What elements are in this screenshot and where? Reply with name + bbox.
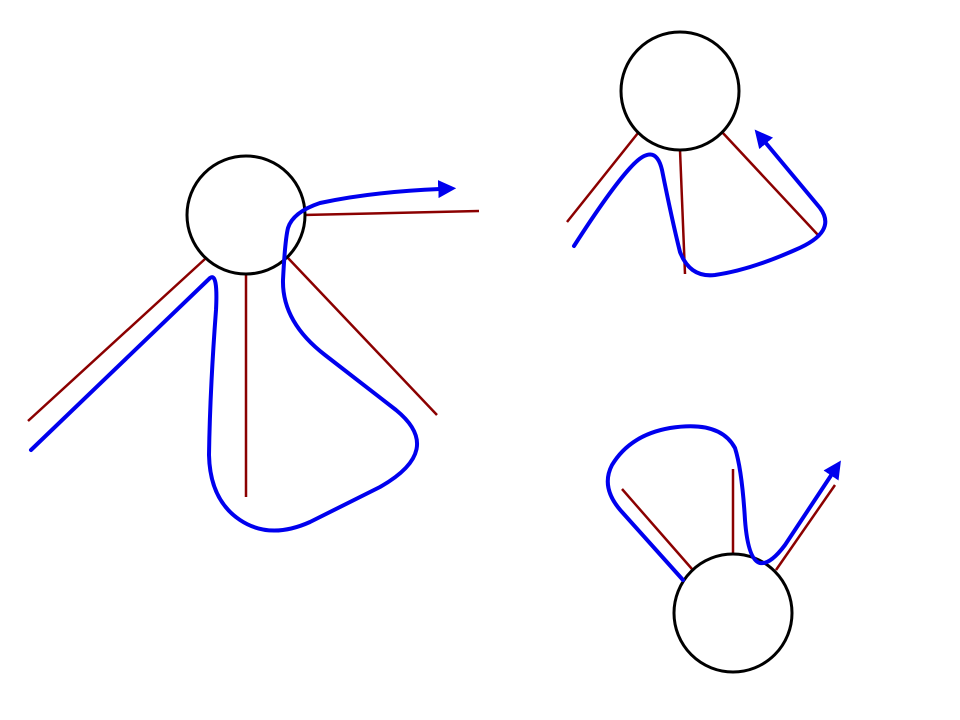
path-bottom-right xyxy=(605,424,841,582)
figure-bottom-right xyxy=(605,424,841,674)
edge-tr-1 xyxy=(566,132,639,223)
figure-left xyxy=(27,154,480,533)
edge-tr-3 xyxy=(721,131,819,236)
edge-left-3 xyxy=(287,257,438,416)
edge-left-4 xyxy=(302,209,480,217)
path-top-right xyxy=(572,129,828,278)
vertex-top-right xyxy=(619,30,741,152)
edge-br-3 xyxy=(774,484,837,571)
edge-group-top-right xyxy=(566,131,819,275)
path-left xyxy=(29,180,457,533)
edge-left-1 xyxy=(27,258,206,422)
edge-br-1 xyxy=(621,488,693,570)
figure-top-right xyxy=(566,30,828,278)
vertex-bottom-right xyxy=(672,552,794,674)
edge-group-left xyxy=(27,209,480,497)
edge-group-bottom-right xyxy=(621,469,837,571)
vertex-left xyxy=(185,154,307,276)
edge-tr-2 xyxy=(678,149,687,275)
